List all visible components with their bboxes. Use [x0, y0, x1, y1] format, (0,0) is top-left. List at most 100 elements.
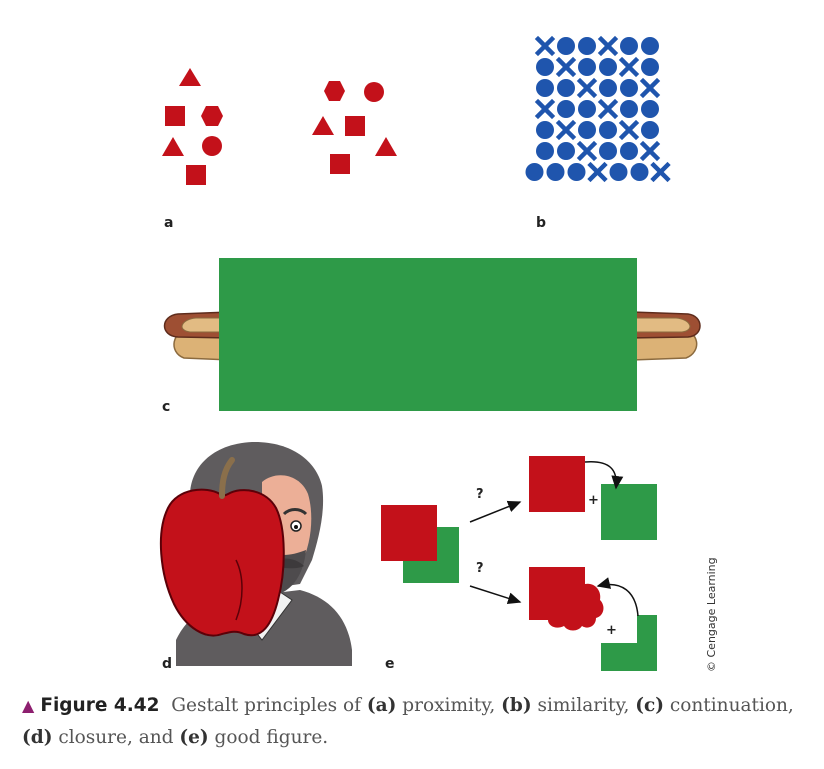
- panel-e-good-figure: ? ? + + e: [381, 456, 657, 672]
- caption-text: proximity,: [396, 695, 502, 716]
- square-shape: [165, 106, 185, 126]
- plus-sign-upper: +: [588, 493, 599, 508]
- grid-dot: [536, 79, 554, 97]
- grid-dot: [599, 142, 617, 160]
- pupil: [294, 525, 298, 529]
- grid-dot: [641, 37, 659, 55]
- grid-dot: [620, 37, 638, 55]
- question-mark-lower: ?: [476, 561, 484, 576]
- green-l-shape: [601, 615, 657, 671]
- gestalt-figure: a b c: [159, 35, 718, 672]
- hexagon-shape: [201, 106, 223, 126]
- triangle-shape: [162, 137, 184, 156]
- grid-dot: [557, 100, 575, 118]
- grid-dot: [557, 79, 575, 97]
- caption-term-a: (a): [366, 695, 397, 716]
- grid-dot: [599, 79, 617, 97]
- caption-term-e: (e): [179, 727, 209, 748]
- grid-cross: [618, 119, 640, 141]
- circle-shape: [364, 82, 384, 102]
- square-shape: [330, 154, 350, 174]
- apple-highlight: [235, 559, 243, 621]
- eyebrow: [282, 508, 308, 516]
- square-shape: [345, 116, 365, 136]
- caption-term-b: (b): [501, 695, 532, 716]
- grid-cross: [597, 98, 619, 120]
- grid-dot: [536, 58, 554, 76]
- grid-dot: [525, 163, 544, 181]
- grid-dot: [536, 121, 554, 139]
- grid-dot: [609, 163, 628, 181]
- grid-cross: [555, 119, 577, 141]
- panel-a-proximity: a: [162, 68, 397, 231]
- red-square-full: [529, 456, 585, 512]
- hotdog-left-end: [163, 311, 231, 361]
- grid-dot: [557, 142, 575, 160]
- grid-dot: [536, 142, 554, 160]
- question-mark-upper: ?: [476, 487, 484, 502]
- curved-arrow-lower: [596, 577, 639, 617]
- grid-cross: [650, 161, 671, 183]
- triangle-shape: [179, 68, 201, 86]
- figure-number: Figure 4.42: [40, 695, 160, 716]
- circle-shape: [202, 136, 222, 156]
- shape-cluster-right: [312, 81, 397, 174]
- grid-dot: [578, 100, 596, 118]
- panel-label-e: e: [385, 656, 395, 672]
- hotdog-right-end: [629, 311, 701, 361]
- arrow-lower: [469, 585, 522, 605]
- bun-top: [629, 317, 691, 333]
- grid-cross: [587, 161, 608, 183]
- caption-text: good figure.: [208, 727, 329, 748]
- grid-dot: [578, 121, 596, 139]
- grid-dot: [578, 58, 596, 76]
- caption-term-c: (c): [635, 695, 665, 716]
- green-square-full: [601, 484, 657, 540]
- grid-dot: [620, 79, 638, 97]
- square-shape: [186, 165, 206, 185]
- grid-cross: [576, 77, 598, 99]
- curved-arrow-upper: [584, 461, 624, 490]
- panel-label-b: b: [536, 215, 546, 231]
- caption-text: continuation,: [664, 695, 794, 716]
- shape-cluster-left: [162, 68, 223, 185]
- grid-cross: [618, 56, 640, 78]
- hexagon-shape: [324, 81, 345, 101]
- grid-dot: [578, 37, 596, 55]
- triangle-shape: [375, 137, 397, 156]
- caption-text: similarity,: [531, 695, 636, 716]
- grid-dot: [557, 37, 575, 55]
- apple-icon: [159, 457, 285, 637]
- grid-cross: [534, 98, 556, 120]
- grid-cross: [555, 56, 577, 78]
- bun-top: [181, 317, 231, 333]
- occluding-green-rectangle: [219, 258, 637, 411]
- grid-dot: [641, 121, 659, 139]
- caption-term-d: (d): [22, 727, 53, 748]
- red-irregular-shape: [529, 567, 604, 631]
- arrow-upper: [469, 500, 522, 523]
- grid-cross: [639, 77, 661, 99]
- grid-cross: [597, 35, 619, 57]
- plus-sign-lower: +: [606, 623, 617, 638]
- grid-dot: [620, 100, 638, 118]
- triangle-shape: [312, 116, 334, 135]
- grid-cross: [639, 140, 661, 162]
- apple-stem: [219, 457, 235, 499]
- panel-label-d: d: [162, 656, 172, 672]
- panel-label-a: a: [164, 215, 173, 231]
- apple-body: [159, 488, 285, 637]
- similarity-grid: [525, 35, 671, 183]
- grid-dot: [630, 163, 649, 181]
- grid-dot: [567, 163, 586, 181]
- copyright-credit: © Cengage Learning: [705, 557, 718, 672]
- panel-label-c: c: [162, 399, 170, 415]
- panel-c-continuation: c: [162, 258, 701, 415]
- grid-dot: [641, 58, 659, 76]
- red-square-front: [381, 505, 437, 561]
- grid-cross: [576, 140, 598, 162]
- grid-dot: [546, 163, 565, 181]
- grid-dot: [599, 121, 617, 139]
- grid-dot: [641, 100, 659, 118]
- panel-b-similarity: b: [525, 35, 671, 231]
